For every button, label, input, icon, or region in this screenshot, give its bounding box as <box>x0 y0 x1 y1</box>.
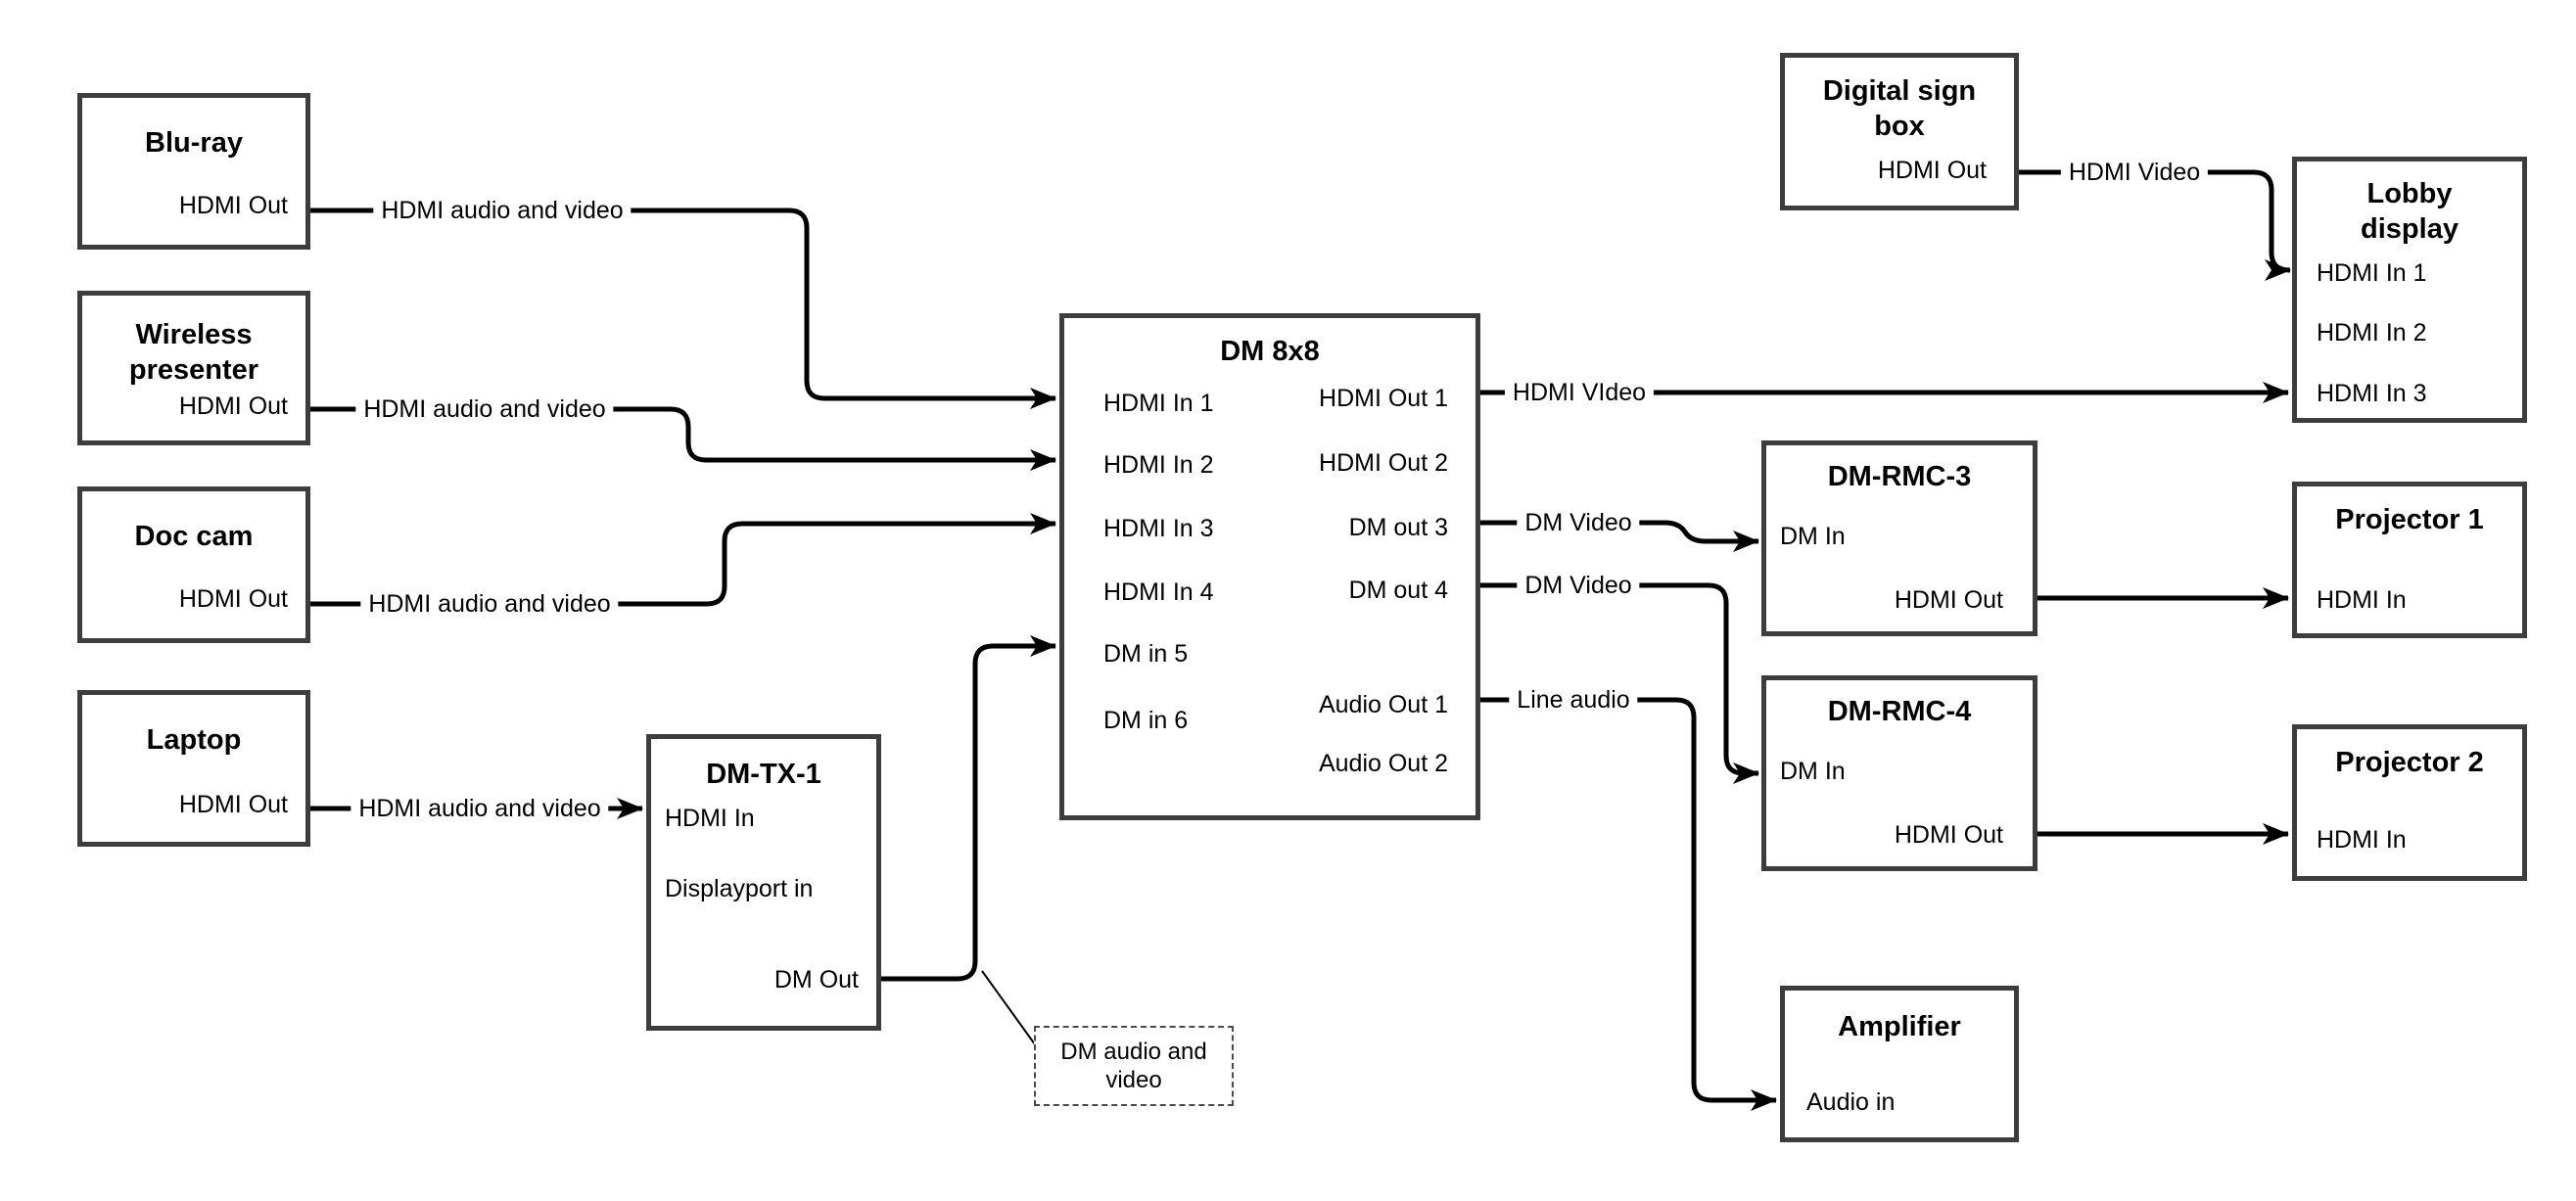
node-amplifier: Amplifier Audio in <box>1780 986 2019 1142</box>
node-digital-sign-box: Digital sign box HDMI Out <box>1780 53 2019 210</box>
edge-label-line-audio: Line audio <box>1509 685 1638 715</box>
node-title: Wireless presenter <box>128 319 259 386</box>
node-title: DM 8x8 <box>1220 336 1320 367</box>
port-audio-out-2: Audio Out 2 <box>1318 750 1448 777</box>
edge-dm8x8-out3-to-rmc3 <box>1480 520 1759 552</box>
node-dm-rmc-4: DM-RMC-4 DM In HDMI Out <box>1761 675 2037 871</box>
callout-leader-line <box>981 970 1041 1052</box>
port-audio-in: Audio in <box>1806 1088 1896 1116</box>
node-title: DM-RMC-3 <box>1827 461 1972 492</box>
edge-label-dm-video-out3: DM Video <box>1517 508 1640 537</box>
port-hdmi-in-1: HDMI In 1 <box>1103 390 1214 417</box>
port-dm-out-3: DM out 3 <box>1348 514 1448 541</box>
port-hdmi-in-2: HDMI In 2 <box>1103 451 1214 479</box>
node-title: Digital sign box <box>1822 75 1977 142</box>
edge-label-laptop: HDMI audio and video <box>351 794 609 823</box>
port-hdmi-in-3: HDMI In 3 <box>2317 380 2427 407</box>
port-hdmi-out: HDMI Out <box>178 791 288 818</box>
edge-dmtx1-to-dm8x8-in5 <box>881 635 1056 982</box>
edge-label-wireless: HDMI audio and video <box>355 394 614 424</box>
port-dm-in: DM In <box>1780 758 1846 785</box>
node-title: Doc cam <box>134 521 254 552</box>
node-laptop: Laptop HDMI Out <box>77 690 310 847</box>
edge-dm8x8-out4-to-rmc4 <box>1480 582 1759 784</box>
port-hdmi-out: HDMI Out <box>1894 586 2003 614</box>
edge-label-hdmi-video-out1: HDMI VIdeo <box>1504 378 1655 407</box>
port-hdmi-out: HDMI Out <box>178 192 288 219</box>
port-hdmi-in-1: HDMI In 1 <box>2317 259 2427 287</box>
node-wireless-presenter: Wireless presenter HDMI Out <box>77 291 310 445</box>
node-title: Laptop <box>146 724 242 756</box>
edge-bluray-to-dm8x8-in1 <box>310 208 1056 409</box>
port-hdmi-out: HDMI Out <box>178 393 288 420</box>
node-projector-1: Projector 1 HDMI In <box>2292 482 2527 638</box>
port-displayport-in: Displayport in <box>665 875 814 902</box>
node-dm-rmc-3: DM-RMC-3 DM In HDMI Out <box>1761 440 2037 636</box>
node-title: DM-TX-1 <box>706 759 821 790</box>
edge-label-bluray: HDMI audio and video <box>373 196 632 225</box>
port-hdmi-in-2: HDMI In 2 <box>2317 319 2427 346</box>
edge-dm8x8-audio1-to-amp <box>1480 697 1777 1111</box>
edge-label-hdmi-video-sign: HDMI Video <box>2060 158 2209 187</box>
edge-signbox-to-lobby-in1 <box>2019 169 2291 281</box>
port-hdmi-in-3: HDMI In 3 <box>1103 515 1214 542</box>
node-lobby-display: Lobby display HDMI In 1 HDMI In 2 HDMI I… <box>2292 157 2527 423</box>
node-dm-8x8: DM 8x8 HDMI In 1 HDMI In 2 HDMI In 3 HDM… <box>1059 313 1480 820</box>
callout-dm-audio-and-video: DM audio and video <box>1034 1026 1234 1106</box>
port-dm-in-6: DM in 6 <box>1103 707 1189 734</box>
edge-doccam-to-dm8x8-in3 <box>310 513 1056 607</box>
node-title: Amplifier <box>1838 1011 1961 1042</box>
edge-label-dm-video-out4: DM Video <box>1517 571 1640 600</box>
port-hdmi-out-1: HDMI Out 1 <box>1319 385 1448 412</box>
port-dm-out: DM Out <box>773 966 859 993</box>
port-hdmi-in: HDMI In <box>665 805 755 832</box>
port-hdmi-in: HDMI In <box>2317 586 2407 614</box>
port-hdmi-in-4: HDMI In 4 <box>1103 578 1214 606</box>
node-title: Lobby display <box>2361 178 2459 245</box>
node-bluray: Blu-ray HDMI Out <box>77 93 310 250</box>
port-dm-out-4: DM out 4 <box>1348 577 1448 604</box>
port-hdmi-in: HDMI In <box>2317 826 2407 854</box>
port-dm-in: DM In <box>1780 523 1846 550</box>
port-hdmi-out: HDMI Out <box>1877 157 1987 184</box>
node-projector-2: Projector 2 HDMI In <box>2292 724 2527 881</box>
node-title: DM-RMC-4 <box>1827 696 1972 727</box>
port-hdmi-out-2: HDMI Out 2 <box>1319 449 1448 477</box>
port-dm-in-5: DM in 5 <box>1103 640 1189 668</box>
node-doc-cam: Doc cam HDMI Out <box>77 486 310 643</box>
port-audio-out-1: Audio Out 1 <box>1318 691 1448 718</box>
port-hdmi-out: HDMI Out <box>1894 821 2003 849</box>
node-title: Projector 1 <box>2335 504 2484 535</box>
node-title: Blu-ray <box>145 127 243 159</box>
port-hdmi-out: HDMI Out <box>178 585 288 613</box>
edge-label-doccam: HDMI audio and video <box>360 589 619 619</box>
edge-wireless-to-dm8x8-in2 <box>310 406 1056 471</box>
node-title: Projector 2 <box>2335 747 2484 778</box>
node-dm-tx-1: DM-TX-1 HDMI In Displayport in DM Out <box>646 734 881 1031</box>
